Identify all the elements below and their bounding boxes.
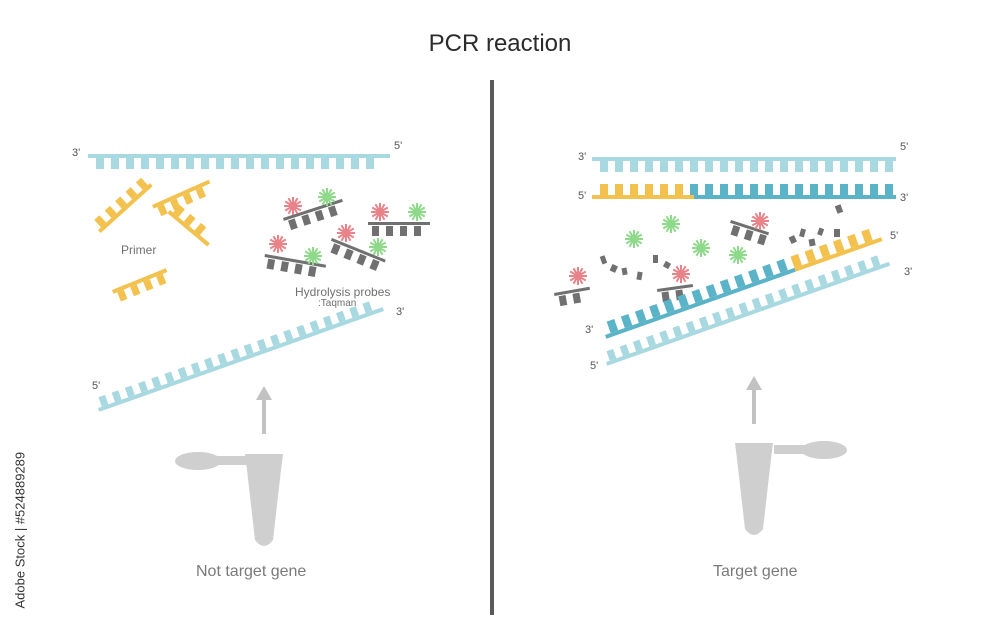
cleaved-fragments xyxy=(599,204,844,281)
primer xyxy=(94,177,211,302)
probe-sublabel: :Taqman xyxy=(318,298,357,309)
watermark: Adobe Stock | #524889289 xyxy=(12,451,28,609)
right-bottom1-3-end: 3' xyxy=(585,324,594,336)
right-diagonal-strand-new xyxy=(605,228,883,339)
probe-label: Hydrolysis probes xyxy=(295,285,391,299)
quencher xyxy=(318,188,336,206)
left-bottom-3-end: 3' xyxy=(396,306,405,318)
reporter-dye xyxy=(569,267,587,285)
left-template-strand-bottom xyxy=(98,301,385,412)
right-diagonal-template xyxy=(606,255,891,366)
right-diag-5-end: 5' xyxy=(890,230,899,242)
hydrolysis-probes xyxy=(264,188,430,277)
right-top1-5-end: 5' xyxy=(900,141,909,153)
right-top1-3-end: 3' xyxy=(578,151,587,163)
right-bottom2-5-end: 5' xyxy=(590,360,599,372)
quencher xyxy=(692,239,710,257)
quencher xyxy=(625,230,643,248)
page-title: PCR reaction xyxy=(428,30,572,57)
right-diag-3-end: 3' xyxy=(904,266,913,278)
left-top-3-end: 3' xyxy=(72,147,81,159)
reporter-dye xyxy=(672,265,690,283)
reporter-dye xyxy=(751,212,769,230)
right-top2-3-end: 3' xyxy=(900,192,909,204)
left-top-5-end: 5' xyxy=(394,140,403,152)
left-bottom-5-end: 5' xyxy=(92,380,101,392)
primer-label: Primer xyxy=(121,243,157,257)
right-strand-top-extended xyxy=(592,184,896,199)
left-template-strand-top xyxy=(88,154,390,169)
released-dyes xyxy=(569,212,769,285)
reporter-dye xyxy=(337,224,355,242)
pcr-tube-right xyxy=(735,441,847,535)
right-caption: Target gene xyxy=(713,563,798,580)
quencher xyxy=(304,247,322,265)
up-arrow-right xyxy=(746,376,762,424)
reporter-dye xyxy=(371,203,389,221)
left-caption: Not target gene xyxy=(196,563,307,580)
quencher xyxy=(662,215,680,233)
right-top2-5-end: 5' xyxy=(578,190,587,202)
reporter-dye xyxy=(269,235,287,253)
quencher xyxy=(408,203,426,221)
up-arrow-left xyxy=(256,386,272,434)
right-strand-top xyxy=(592,157,896,172)
quencher xyxy=(729,246,747,264)
pcr-tube-left xyxy=(175,452,283,546)
quencher xyxy=(369,238,387,256)
reporter-dye xyxy=(284,197,302,215)
right-probes xyxy=(554,220,770,307)
